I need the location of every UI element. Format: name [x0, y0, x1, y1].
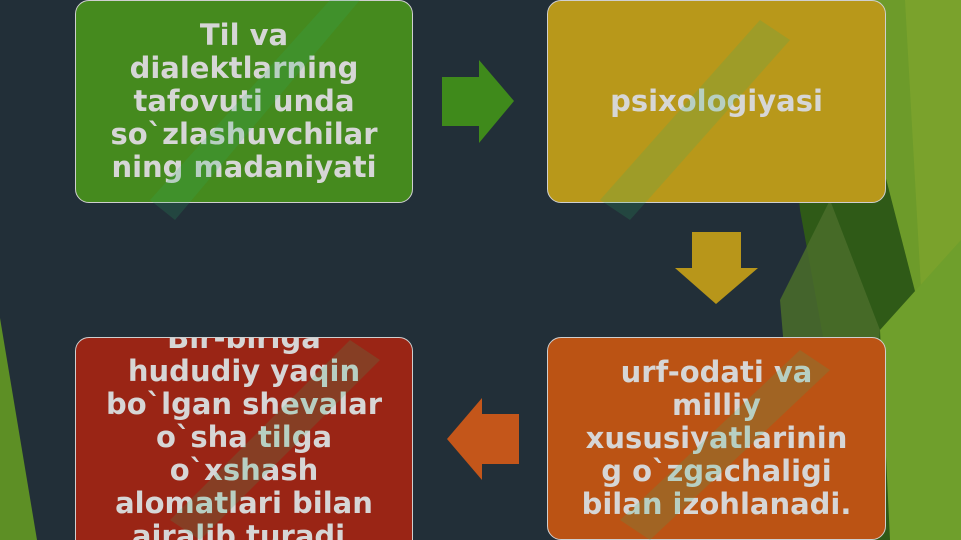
arrow-down-icon	[675, 232, 758, 304]
arrow-left-icon	[447, 398, 519, 480]
step-box-4: Bir-biriga hududiy yaqin bo`lgan shevala…	[75, 337, 413, 540]
step-box-2: psixologiyasi	[547, 0, 886, 203]
step-box-2-text: psixologiyasi	[610, 84, 823, 118]
step-box-3-text: urf-odati va milliy xususiyatlarinin g o…	[581, 355, 852, 521]
step-box-4-text: Bir-biriga hududiy yaqin bo`lgan shevala…	[105, 337, 383, 540]
step-box-3: urf-odati va milliy xususiyatlarinin g o…	[547, 337, 886, 540]
left-green-facet	[0, 318, 37, 540]
arrow-right-icon	[442, 60, 514, 143]
step-box-1: Til va dialektlarning tafovuti unda so`z…	[75, 0, 413, 203]
step-box-1-text: Til va dialektlarning tafovuti unda so`z…	[110, 18, 378, 184]
right-bottom-facet	[880, 240, 961, 540]
